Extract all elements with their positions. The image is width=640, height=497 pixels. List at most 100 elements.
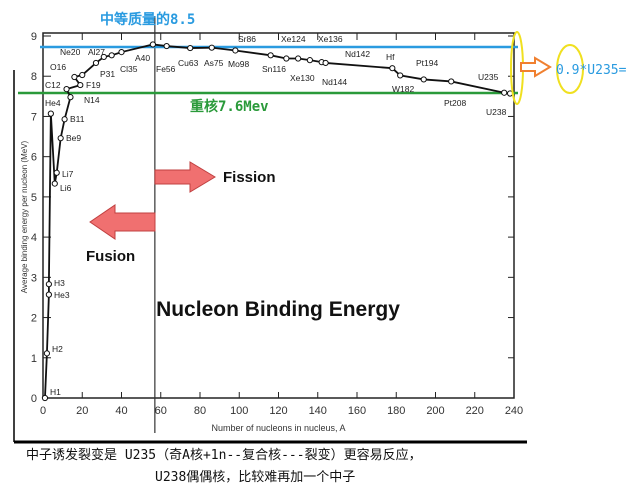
- y-tick-label: 7: [31, 111, 37, 123]
- data-point-xe124: [283, 55, 290, 62]
- x-tick-label: 160: [348, 405, 366, 417]
- x-tick-label: 120: [269, 405, 287, 417]
- data-label: U238: [486, 107, 507, 117]
- highlight-ellipse-0-9: [556, 44, 584, 94]
- y-tick-label: 6: [31, 152, 37, 164]
- y-tick-label: 1: [31, 353, 37, 365]
- x-tick-label: 180: [387, 405, 405, 417]
- y-axis-label: Average binding energy per nucleon (MeV): [20, 140, 29, 293]
- data-point-h2: [43, 350, 51, 357]
- data-label: F19: [86, 80, 101, 90]
- data-point-sr86: [208, 44, 215, 51]
- data-point-pt194: [420, 76, 427, 83]
- data-label: Pt194: [416, 58, 438, 68]
- u235-formula: 0.9*U235=: [556, 63, 627, 78]
- x-tick-label: 60: [155, 405, 167, 417]
- data-label: A40: [135, 53, 150, 63]
- x-tick-label: 40: [115, 405, 127, 417]
- data-label: C12: [45, 80, 61, 90]
- fission-label: Fission: [223, 169, 276, 186]
- x-axis-label: Number of nucleons in nucleus, A: [211, 423, 345, 433]
- data-point-be9: [57, 135, 64, 142]
- data-point-he4: [47, 110, 54, 117]
- data-label: Fe56: [156, 64, 176, 74]
- chart-title: Nucleon Binding Energy: [156, 298, 400, 321]
- data-point-cu63: [163, 42, 170, 50]
- y-tick-label: 3: [31, 272, 37, 284]
- caption-line-2: U238偶偶核，比较难再加一个中子: [155, 470, 356, 485]
- x-tick-label: 80: [194, 405, 206, 417]
- orange-arrow: [520, 56, 552, 78]
- data-point-o16: [71, 73, 78, 81]
- y-tick-label: 0: [31, 393, 37, 405]
- reference-label-7-6: 重核7.6Mev: [190, 98, 269, 115]
- data-label: Sr86: [238, 34, 256, 44]
- data-label: Xe136: [318, 34, 343, 44]
- data-label: Li6: [60, 183, 72, 193]
- data-label: H2: [52, 344, 63, 354]
- data-label: Hf: [386, 52, 395, 62]
- data-label: H3: [54, 278, 65, 288]
- caption-line-1: 中子诱发裂变是 U235（奇A核+1n--复合核---裂变）更容易反应，: [26, 448, 422, 463]
- data-label: Nd144: [322, 77, 347, 87]
- fusion-arrow: [89, 204, 156, 240]
- x-tick-label: 240: [505, 405, 523, 417]
- data-point-u235: [501, 89, 508, 96]
- data-point-nd144: [322, 59, 329, 67]
- data-label: N14: [84, 95, 100, 105]
- data-label: He3: [54, 290, 70, 300]
- data-label: O16: [50, 62, 66, 72]
- data-point-sn116: [267, 52, 274, 59]
- data-point-as75: [187, 44, 194, 52]
- data-label: Xe130: [290, 73, 315, 83]
- data-point-li6: [51, 180, 58, 187]
- data-point-a40: [118, 48, 125, 56]
- y-tick-label: 4: [31, 232, 37, 244]
- data-point-ne20: [79, 71, 86, 79]
- data-label: Sn116: [262, 64, 286, 74]
- data-label: Xe124: [281, 34, 306, 44]
- data-label: U235: [478, 72, 499, 82]
- reference-label-8-5: 中等质量的8.5: [100, 11, 195, 28]
- y-tick-label: 9: [31, 31, 37, 43]
- data-label: Cl35: [120, 64, 138, 74]
- data-point-pt208: [448, 78, 455, 85]
- data-label: P31: [100, 69, 115, 79]
- data-point-p31: [100, 53, 107, 61]
- data-point-li7: [53, 169, 60, 176]
- x-tick-label: 20: [76, 405, 88, 417]
- fission-arrow: [154, 161, 216, 193]
- y-tick-label: 5: [31, 192, 37, 204]
- data-point-cl35: [108, 52, 115, 59]
- x-tick-label: 200: [426, 405, 444, 417]
- data-point-c12: [63, 85, 70, 93]
- data-label: Cu63: [178, 58, 199, 68]
- data-point-mo98: [232, 47, 239, 54]
- data-label: He4: [45, 98, 61, 108]
- data-label: Pt208: [444, 98, 466, 108]
- data-point-f19: [77, 81, 84, 89]
- data-point-xe136: [306, 57, 313, 64]
- fusion-label: Fusion: [86, 248, 135, 265]
- data-point-he3: [45, 291, 52, 298]
- y-tick-label: 8: [31, 71, 37, 83]
- y-tick-label: 2: [31, 313, 37, 325]
- data-label: Li7: [62, 169, 74, 179]
- x-tick-label: 220: [466, 405, 484, 417]
- data-label: B11: [70, 114, 85, 124]
- data-point-al27: [92, 59, 100, 67]
- data-point-h1: [41, 394, 49, 402]
- data-point-h3: [45, 281, 52, 288]
- data-label: Mo98: [228, 59, 250, 69]
- data-point-w182: [397, 72, 404, 79]
- data-point-n14: [67, 94, 74, 101]
- data-label: H1: [50, 387, 61, 397]
- data-point-xe130: [295, 55, 302, 62]
- data-point-fe56: [149, 41, 156, 48]
- data-label: Be9: [66, 133, 81, 143]
- data-label: Ne20: [60, 47, 81, 57]
- data-label: As75: [204, 58, 224, 68]
- data-label: Al27: [88, 47, 105, 57]
- data-point-hf: [389, 65, 396, 72]
- x-tick-label: 140: [309, 405, 327, 417]
